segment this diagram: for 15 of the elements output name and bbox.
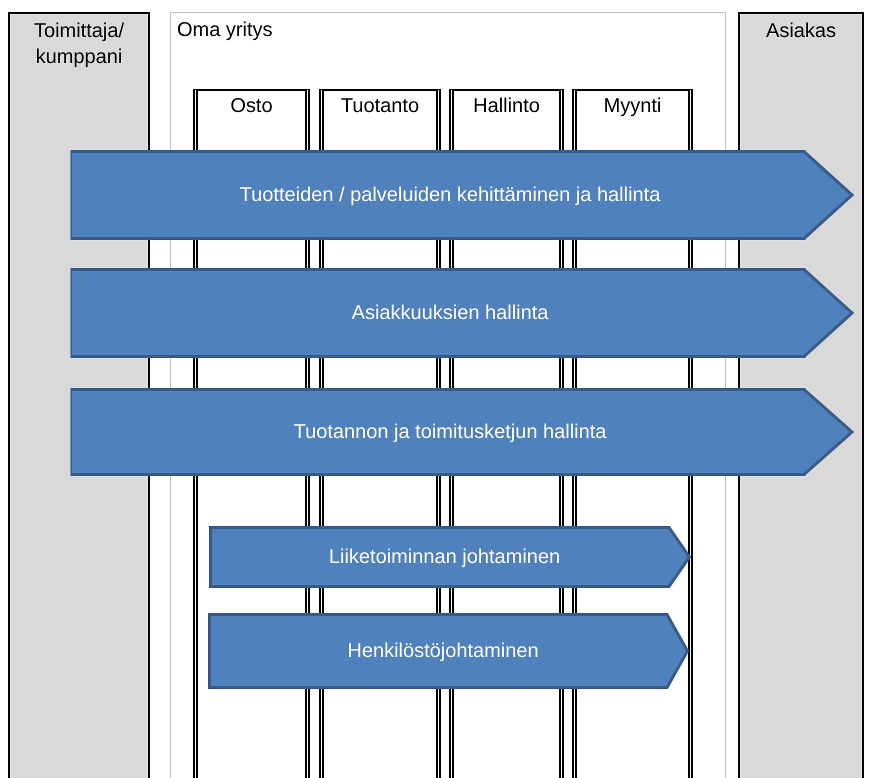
edge-label: Tuotteiden / palveluiden kehittäminen ja hallinta [240,183,660,207]
column-header: Toimittaja/ kumppani [32,19,126,70]
column-header: Tuotanto [340,94,420,119]
column-header: Oma yritys [177,18,273,43]
edge-label: Asiakkuuksien hallinta [352,301,548,325]
process-chevron [70,268,854,358]
process-chevron [70,150,854,240]
column-header: Asiakas [764,19,838,44]
column-header: Hallinto [472,94,541,119]
column-header: Myynti [602,94,662,119]
column-header: Osto [229,94,274,119]
process-chevron [70,388,854,476]
edge-label: Tuotannon ja toimitusketjun hallinta [294,420,606,444]
process-label: Henkilöstöjohtaminen [346,639,540,663]
process-label: Liiketoiminnan johtaminen [328,545,562,569]
